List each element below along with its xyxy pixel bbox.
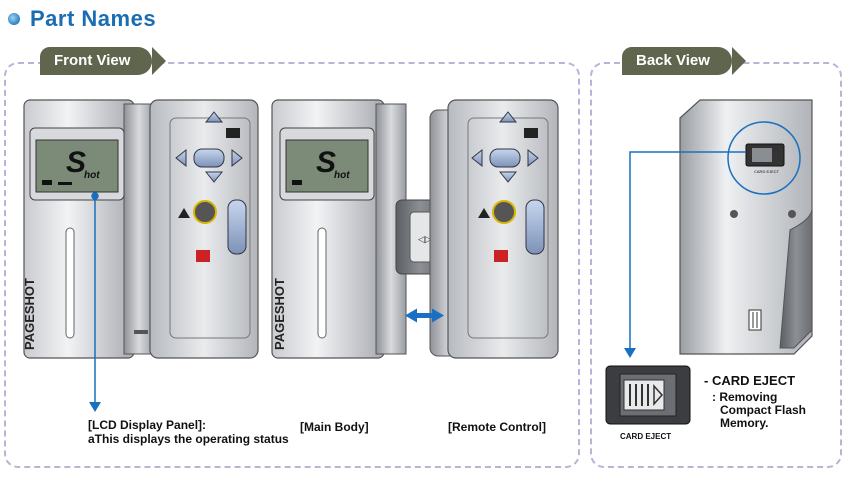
svg-text:hot: hot [84,170,100,181]
remote-control-label: [Remote Control] [448,420,546,434]
card-eject-desc-3: Memory. [720,416,768,430]
front-device-assembled: S hot PAGESHOT [22,100,258,358]
lcd-display-label: [LCD Display Panel]: [88,418,206,432]
main-body-label: [Main Body] [300,420,369,434]
svg-text:S: S [66,146,86,179]
svg-text:S: S [316,146,336,179]
back-device: CARD EJECT [680,100,812,354]
svg-text:PAGESHOT: PAGESHOT [272,278,287,350]
card-eject-caption: CARD EJECT [620,430,671,444]
svg-text:hot: hot [334,170,350,181]
front-device-main-body: S hot PAGESHOT ◁▷ [272,100,444,358]
card-eject-desc-1: : Removing [712,390,777,404]
card-eject-title: - CARD EJECT [704,374,795,388]
svg-text:PAGESHOT: PAGESHOT [22,278,37,350]
card-eject-desc-2: Compact Flash [720,403,806,417]
card-eject-title-text: CARD EJECT [712,373,795,388]
lcd-display-description: aThis displays the operating status [88,432,289,446]
front-device-remote [430,100,558,358]
card-eject-detail [606,366,690,424]
svg-text:CARD EJECT: CARD EJECT [754,169,780,174]
